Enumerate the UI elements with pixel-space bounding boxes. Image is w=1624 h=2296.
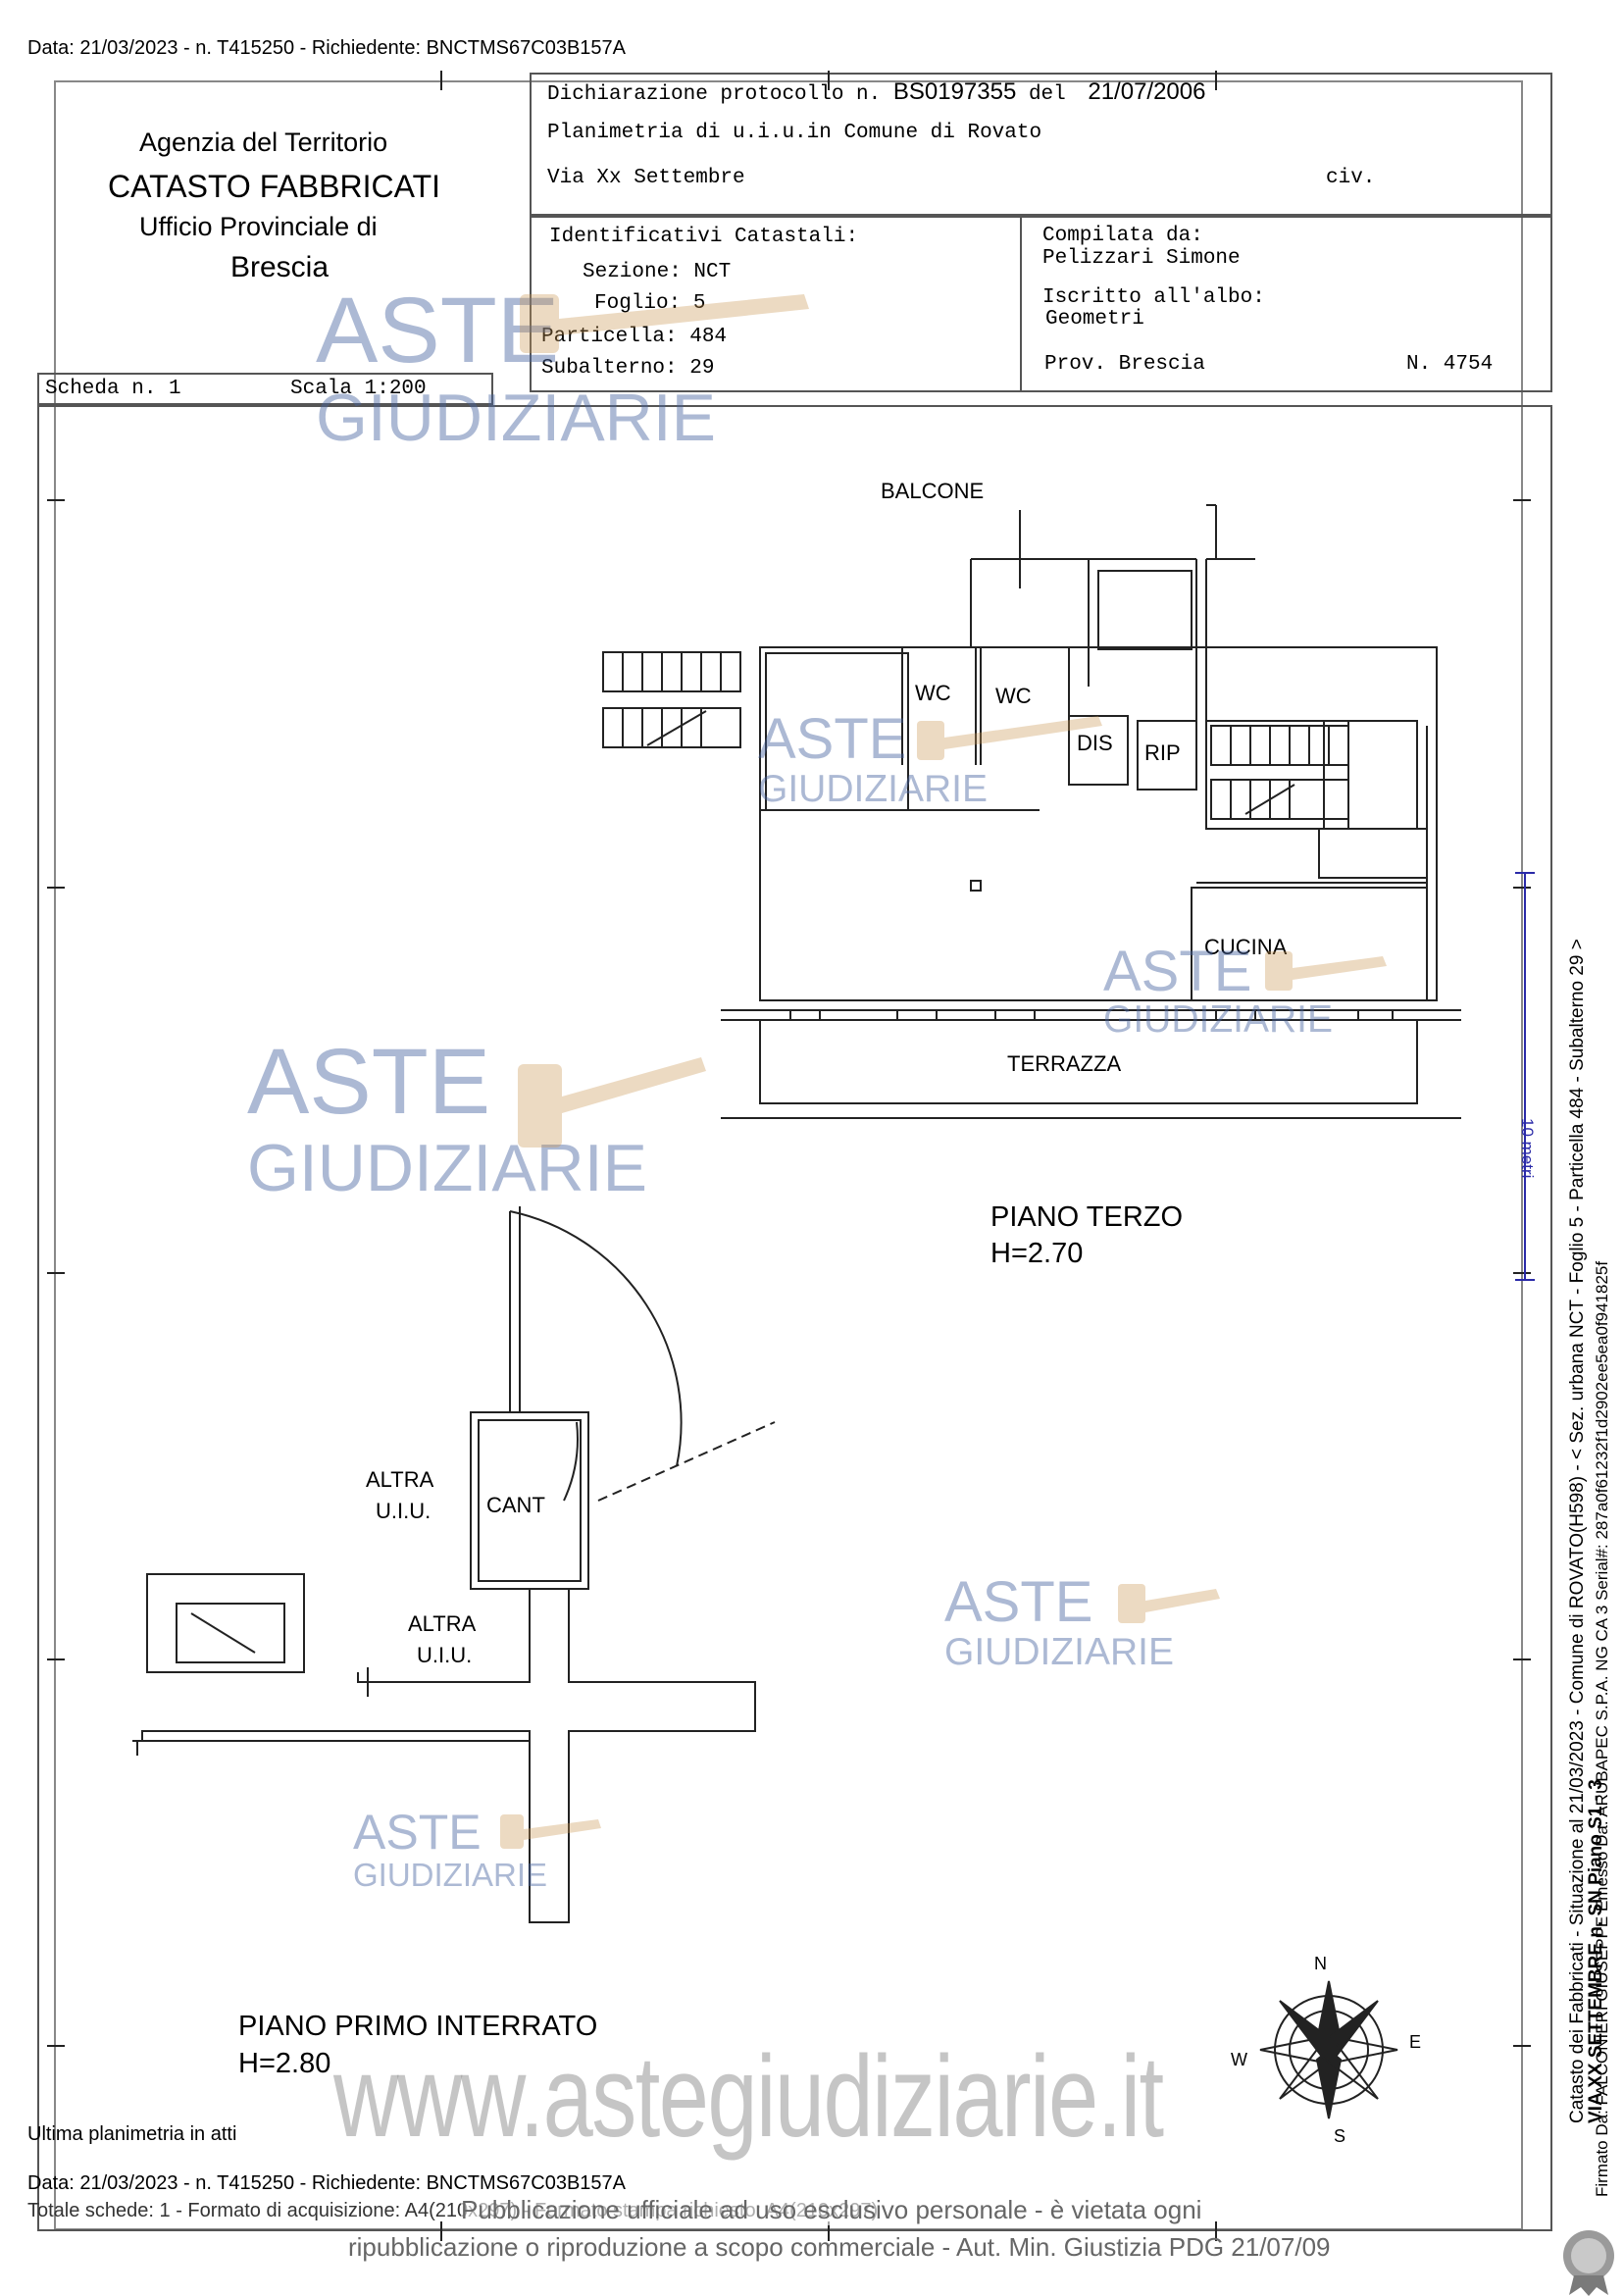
- protocol-number: BS0197355: [892, 78, 1017, 105]
- date-prefix: del: [1028, 83, 1066, 106]
- compass-e: E: [1409, 2032, 1422, 2052]
- room-altra-1a: ALTRA: [366, 1467, 434, 1492]
- aste-wm-5-b: GIUDIZIARIE: [944, 1631, 1175, 1673]
- aste-wm-5-a: ASTE: [944, 1570, 1093, 1634]
- footer-last-plan: Ultima planimetria in atti: [27, 2123, 237, 2145]
- room-altra-1b: U.I.U.: [376, 1499, 431, 1523]
- aste-wm-6-b: GIUDIZIARIE: [353, 1857, 548, 1893]
- aste-wm-4-a: ASTE: [247, 1030, 491, 1134]
- declaration-protocol: Dichiarazione protocollo n. BS0197355 de…: [547, 78, 1205, 106]
- plan-line: Planimetria di u.i.u.in Comune di Rovato: [547, 122, 1042, 144]
- identifiers-divider: [1020, 216, 1022, 392]
- identifiers-title: Identificativi Catastali:: [549, 226, 859, 248]
- footer-notice-2: ripubblicazione o riproduzione a scopo c…: [348, 2232, 1331, 2262]
- aste-wm-1-a: ASTE: [316, 279, 560, 383]
- room-cant: CANT: [486, 1493, 545, 1517]
- room-wc-1: WC: [915, 681, 951, 705]
- compiler-number: N. 4754: [1406, 353, 1494, 376]
- gavel-icon: [500, 294, 1387, 1849]
- room-rip: RIP: [1144, 740, 1181, 765]
- scheda-box: [37, 373, 493, 405]
- protocol-date: 21/07/2006: [1088, 78, 1206, 105]
- frame-ticks: [47, 71, 1531, 2241]
- room-cucina: CUCINA: [1204, 935, 1288, 959]
- floor-basement-name: PIANO PRIMO INTERRATO: [238, 2011, 598, 2042]
- compass-rose: [1259, 1980, 1398, 2119]
- declaration-box: [530, 73, 1552, 216]
- compass-s: S: [1334, 2126, 1346, 2146]
- site-watermark: www.astegiudiziarie.it: [333, 2032, 1164, 2162]
- compiler-name: Pelizzari Simone: [1042, 247, 1241, 270]
- third-floor-walls: [602, 504, 1461, 1119]
- compass-n: N: [1314, 1954, 1327, 1973]
- compass-w: W: [1231, 2050, 1247, 2069]
- room-altra-2b: U.I.U.: [417, 1643, 473, 1667]
- protocol-prefix: Dichiarazione protocollo n.: [547, 83, 882, 106]
- room-balcone: BALCONE: [881, 479, 985, 503]
- footer-notice-1: Pubblicazione ufficiale ad uso esclusivo…: [461, 2195, 1202, 2225]
- aste-wm-1-b: GIUDIZIARIE: [316, 381, 717, 455]
- foglio: Foglio: 5: [594, 292, 706, 315]
- scheda-scale: Scala 1:200: [290, 378, 427, 400]
- floor-third-name: PIANO TERZO: [990, 1201, 1184, 1233]
- sezione: Sezione: NCT: [583, 261, 732, 283]
- floor-third-height: H=2.70: [990, 1238, 1084, 1269]
- compiler-title: Compilata da:: [1042, 225, 1203, 247]
- street-line: Via Xx Settembre: [547, 167, 745, 189]
- basement-walls: [132, 1206, 776, 1923]
- albo-value: Geometri: [1045, 308, 1144, 331]
- agency-line3: Ufficio Provinciale di: [139, 212, 378, 241]
- room-altra-2a: ALTRA: [408, 1611, 477, 1636]
- identifiers-box: [530, 216, 1552, 392]
- aste-wm-6-a: ASTE: [353, 1805, 482, 1860]
- aste-wm-3-b: GIUDIZIARIE: [1103, 998, 1334, 1041]
- drawing-frame: [37, 405, 1552, 2231]
- aste-wm-4-b: GIUDIZIARIE: [247, 1131, 648, 1205]
- subalterno: Subalterno: 29: [541, 357, 715, 380]
- particella: Particella: 484: [541, 326, 728, 348]
- side-text-3: Firmato Da: FALCONIERI GIUSEPPE Emesso D…: [1593, 1260, 1611, 2197]
- footer-data-line: Data: 21/03/2023 - n. T415250 - Richiede…: [27, 2172, 626, 2194]
- albo-title: Iscritto all'albo:: [1042, 286, 1265, 309]
- agency-line2: CATASTO FABBRICATI: [108, 169, 441, 204]
- header-line: Data: 21/03/2023 - n. T415250 - Richiede…: [27, 37, 626, 59]
- civ-label: civ.: [1326, 167, 1376, 189]
- room-terrazza: TERRAZZA: [1007, 1051, 1122, 1076]
- room-wc-2: WC: [995, 684, 1032, 708]
- room-dis: DIS: [1077, 731, 1113, 755]
- aste-wm-2-a: ASTE: [758, 707, 907, 771]
- seal-icon: [1563, 2230, 1614, 2296]
- scale-bar: [1515, 872, 1535, 1281]
- agency-line4: Brescia: [230, 251, 330, 283]
- aste-wm-2-b: GIUDIZIARIE: [758, 768, 989, 810]
- floor-basement-height: H=2.80: [238, 2048, 331, 2079]
- aste-wm-3-a: ASTE: [1103, 940, 1252, 1003]
- scheda-label: Scheda n. 1: [45, 378, 181, 400]
- agency-line1: Agenzia del Territorio: [139, 128, 388, 157]
- compiler-prov: Prov. Brescia: [1044, 353, 1205, 376]
